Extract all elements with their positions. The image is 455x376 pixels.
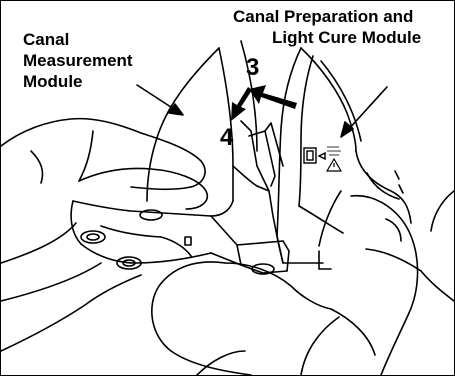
canal-preparation-module [277,48,411,269]
canal-measurement-label-line-1: Canal [23,29,69,50]
step-3-number: 3 [246,55,259,81]
base-plate [71,201,289,274]
canal-measurement-label-line-2: Measurement [23,50,133,71]
warning-triangle-icon [327,159,341,171]
marking-lines [327,147,341,155]
step-3-arrow [249,85,297,109]
step-4-arrow [231,87,252,121]
right-hand [152,191,454,375]
canal-measurement-label-line-3: Module [23,71,83,92]
canal-preparation-label-line-1: Canal Preparation and [233,6,413,27]
canal-measurement-module [147,41,283,263]
module-connector-symbol [304,148,325,163]
leader-arrow-preparation [341,87,387,137]
step-4-number: 4 [220,125,233,151]
canal-preparation-label-line-2: Light Cure Module [272,27,421,48]
